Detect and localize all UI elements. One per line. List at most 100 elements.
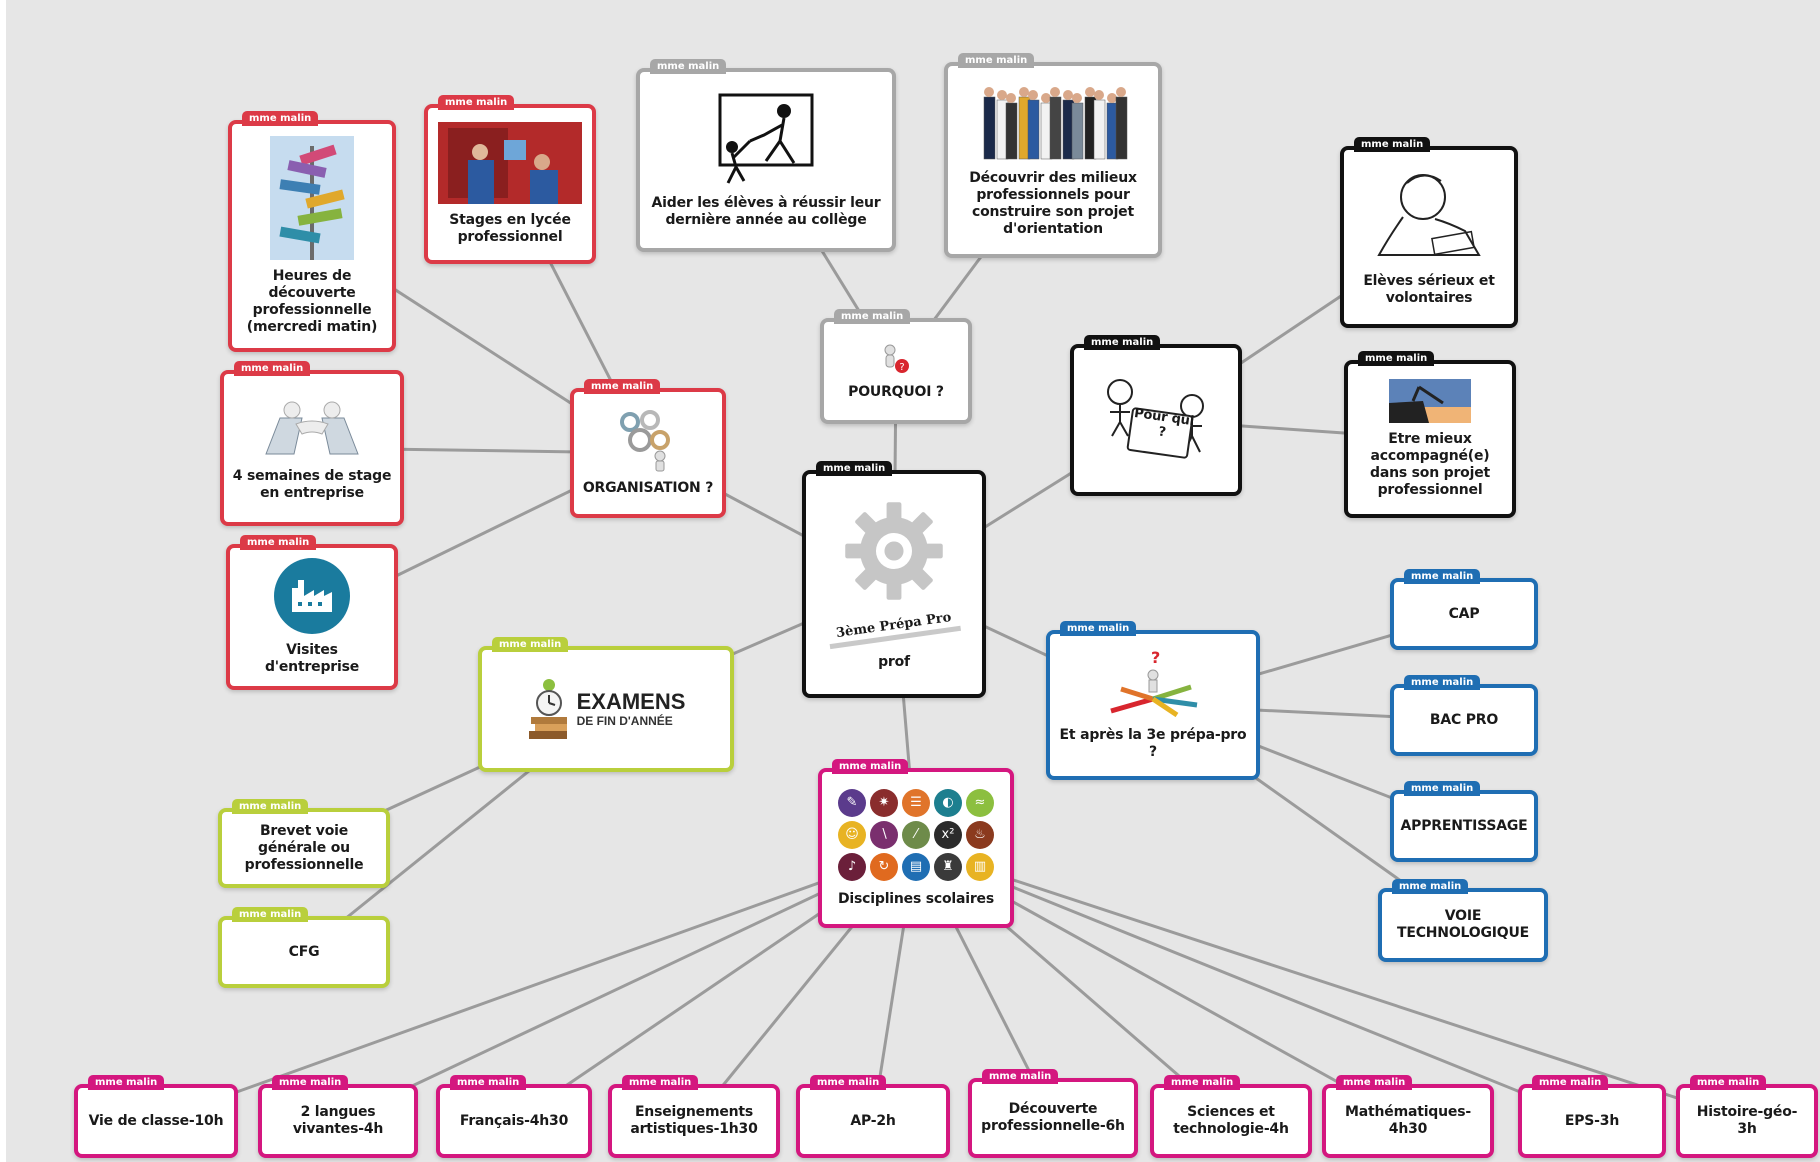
discipline-icon-5: ≈ — [966, 788, 994, 817]
helping-hand-sketch-icon — [718, 93, 814, 184]
author-tag: mme malin — [650, 59, 727, 74]
node-label: Vie de classe-10h — [88, 1112, 224, 1129]
node-label: Sciences et technologie-4h — [1173, 1104, 1289, 1137]
author-tag: mme malin — [232, 799, 309, 814]
voie-technologique-node[interactable]: mme malin VOIE TECHNOLOGIQUE — [1378, 879, 1548, 962]
node-label: Heures de découverte professionnelle (me… — [246, 268, 378, 335]
helping-climb-icon — [1389, 379, 1471, 423]
node-label: APPRENTISSAGE — [1400, 817, 1528, 834]
central-node[interactable]: mme malin 3ème Prépa Pro prof — [802, 461, 986, 698]
alarm-clock-books-icon — [528, 679, 567, 739]
student-writing-sketch-icon — [1377, 174, 1481, 256]
examens-heading: EXAMENS DE FIN D'ANNÉE — [527, 677, 686, 741]
node-label: AP-2h — [850, 1112, 896, 1129]
eleves-serieux-node[interactable]: mme malin Elèves sérieux et volontaires — [1340, 137, 1518, 328]
node-label: POURQUOI ? — [848, 383, 944, 400]
author-tag: mme malin — [438, 95, 515, 110]
node-label: Histoire-géo-3h — [1696, 1104, 1798, 1137]
pourquoi-node[interactable]: mme malin ? POURQUOI ? — [820, 309, 972, 424]
author-tag: mme malin — [1358, 351, 1435, 366]
author-tag: mme malin — [450, 1075, 527, 1090]
pour-qui-node[interactable]: mme malin Pour qui ? — [1070, 335, 1242, 496]
cfg-node[interactable]: mme malin CFG — [218, 907, 390, 988]
author-tag: mme malin — [1354, 137, 1431, 152]
discipline-icon-4: ◐ — [934, 788, 962, 817]
node-label: Disciplines scolaires — [838, 890, 994, 907]
discipline-icon-6: ☺ — [838, 820, 866, 849]
author-tag: mme malin — [88, 1075, 165, 1090]
organisation-node[interactable]: mme malin ORGANISATION ? — [570, 379, 726, 518]
node-label: Français-4h30 — [459, 1112, 569, 1129]
examens-title: EXAMENS — [576, 689, 686, 714]
disciplines-node[interactable]: mme malin ✎✷☰◐≈☺∖⁄x²♨♪↻▤♜▥ Disciplines s… — [818, 759, 1014, 928]
histoire-geo-node[interactable]: mme malin Histoire-géo-3h — [1676, 1075, 1818, 1158]
author-tag: mme malin — [816, 461, 893, 476]
author-tag: mme malin — [1404, 569, 1481, 584]
discipline-icon-11: ♪ — [838, 852, 866, 881]
node-label: BAC PRO — [1429, 711, 1499, 728]
author-tag: mme malin — [834, 309, 911, 324]
ap-node[interactable]: mme malin AP-2h — [796, 1075, 950, 1158]
author-tag: mme malin — [1532, 1075, 1609, 1090]
node-label: VOIE TECHNOLOGIQUE — [1397, 908, 1529, 941]
mind-map-canvas: mme malin 3ème Prépa Pro prof mme malin — [6, 0, 1820, 1162]
discipline-icon-8: ⁄ — [902, 820, 930, 849]
discipline-icon-9: x² — [934, 820, 962, 849]
examens-node[interactable]: mme malin EXAMENS DE FIN D'ANNÉE — [478, 637, 734, 772]
node-label: Visites d'entreprise — [264, 642, 359, 675]
discipline-icons-grid: ✎✷☰◐≈☺∖⁄x²♨♪↻▤♜▥ — [838, 788, 994, 881]
discipline-icon-15: ▥ — [966, 852, 994, 881]
bac-pro-node[interactable]: mme malin BAC PRO — [1390, 675, 1538, 756]
discipline-icon-10: ♨ — [966, 820, 994, 849]
vie-de-classe-node[interactable]: mme malin Vie de classe-10h — [74, 1075, 238, 1158]
mieux-accompagne-node[interactable]: mme malin Etre mieux accompagné(e) dans … — [1344, 351, 1516, 518]
discipline-icon-12: ↻ — [870, 852, 898, 881]
node-label: Enseignements artistiques-1h30 — [630, 1104, 758, 1137]
mathematiques-node[interactable]: mme malin Mathématiques-4h30 — [1322, 1075, 1494, 1158]
node-label: Mathématiques-4h30 — [1345, 1104, 1471, 1137]
author-tag: mme malin — [240, 535, 317, 550]
decouverte-professionnelle-node[interactable]: mme malin Découverte professionnelle-6h — [968, 1069, 1138, 1158]
svg-text:?: ? — [899, 362, 904, 373]
eps-node[interactable]: mme malin EPS-3h — [1518, 1075, 1666, 1158]
langues-vivantes-node[interactable]: mme malin 2 langues vivantes-4h — [258, 1075, 418, 1158]
arrows-crossroads-icon: ? — [1110, 649, 1198, 718]
author-tag: mme malin — [492, 637, 569, 652]
decouvrir-milieux-node[interactable]: mme malin Découvrir des milieux professi… — [944, 53, 1162, 258]
workshop-photo-icon — [438, 122, 582, 204]
cap-node[interactable]: mme malin CAP — [1390, 569, 1538, 650]
brevet-node[interactable]: mme malin Brevet voie générale ou profes… — [218, 799, 390, 888]
author-tag: mme malin — [584, 379, 661, 394]
stages-lycee-node[interactable]: mme malin Stages en lycée professionnel — [424, 95, 596, 264]
connector-line — [915, 846, 1593, 1123]
node-label: CFG — [288, 943, 320, 960]
node-label: Elèves sérieux et volontaires — [1363, 273, 1495, 306]
author-tag: mme malin — [832, 759, 909, 774]
examens-subtitle: DE FIN D'ANNÉE — [576, 714, 673, 728]
author-tag: mme malin — [1060, 621, 1137, 636]
node-label: EPS-3h — [1564, 1112, 1620, 1129]
heures-decouverte-node[interactable]: mme malin Heures de découverte professio… — [228, 111, 396, 352]
author-tag: mme malin — [958, 53, 1035, 68]
aider-eleves-node[interactable]: mme malin Aider les élèves à réussir leu… — [636, 59, 896, 252]
enseignements-artistiques-node[interactable]: mme malin Enseignements artistiques-1h30 — [608, 1075, 780, 1158]
node-label: Découvrir des milieux professionnels pou… — [969, 170, 1137, 237]
author-tag: mme malin — [234, 361, 311, 376]
author-tag: mme malin — [1336, 1075, 1413, 1090]
et-apres-node[interactable]: mme malin ? Et après la 3e prépa-pro ? — [1046, 621, 1260, 780]
node-label: Et après la 3e prépa-pro ? — [1059, 727, 1247, 760]
node-label: Découverte professionnelle-6h — [981, 1101, 1125, 1134]
author-tag: mme malin — [1084, 335, 1161, 350]
author-tag: mme malin — [1392, 879, 1469, 894]
sciences-technologie-node[interactable]: mme malin Sciences et technologie-4h — [1150, 1075, 1312, 1158]
node-label: Brevet voie générale ou professionnelle — [244, 822, 364, 873]
francais-node[interactable]: mme malin Français-4h30 — [436, 1075, 592, 1158]
apprentissage-node[interactable]: mme malin APPRENTISSAGE — [1390, 781, 1538, 862]
discipline-icon-14: ♜ — [934, 852, 962, 881]
visites-entreprise-node[interactable]: mme malin Visites d'entreprise — [226, 535, 398, 690]
author-tag: mme malin — [1404, 781, 1481, 796]
svg-text:?: ? — [1151, 649, 1160, 667]
node-label: 2 langues vivantes-4h — [292, 1104, 384, 1137]
semaines-stage-node[interactable]: mme malin 4 semaines de stage en entrepr… — [220, 361, 404, 526]
discipline-icon-3: ☰ — [902, 788, 930, 817]
